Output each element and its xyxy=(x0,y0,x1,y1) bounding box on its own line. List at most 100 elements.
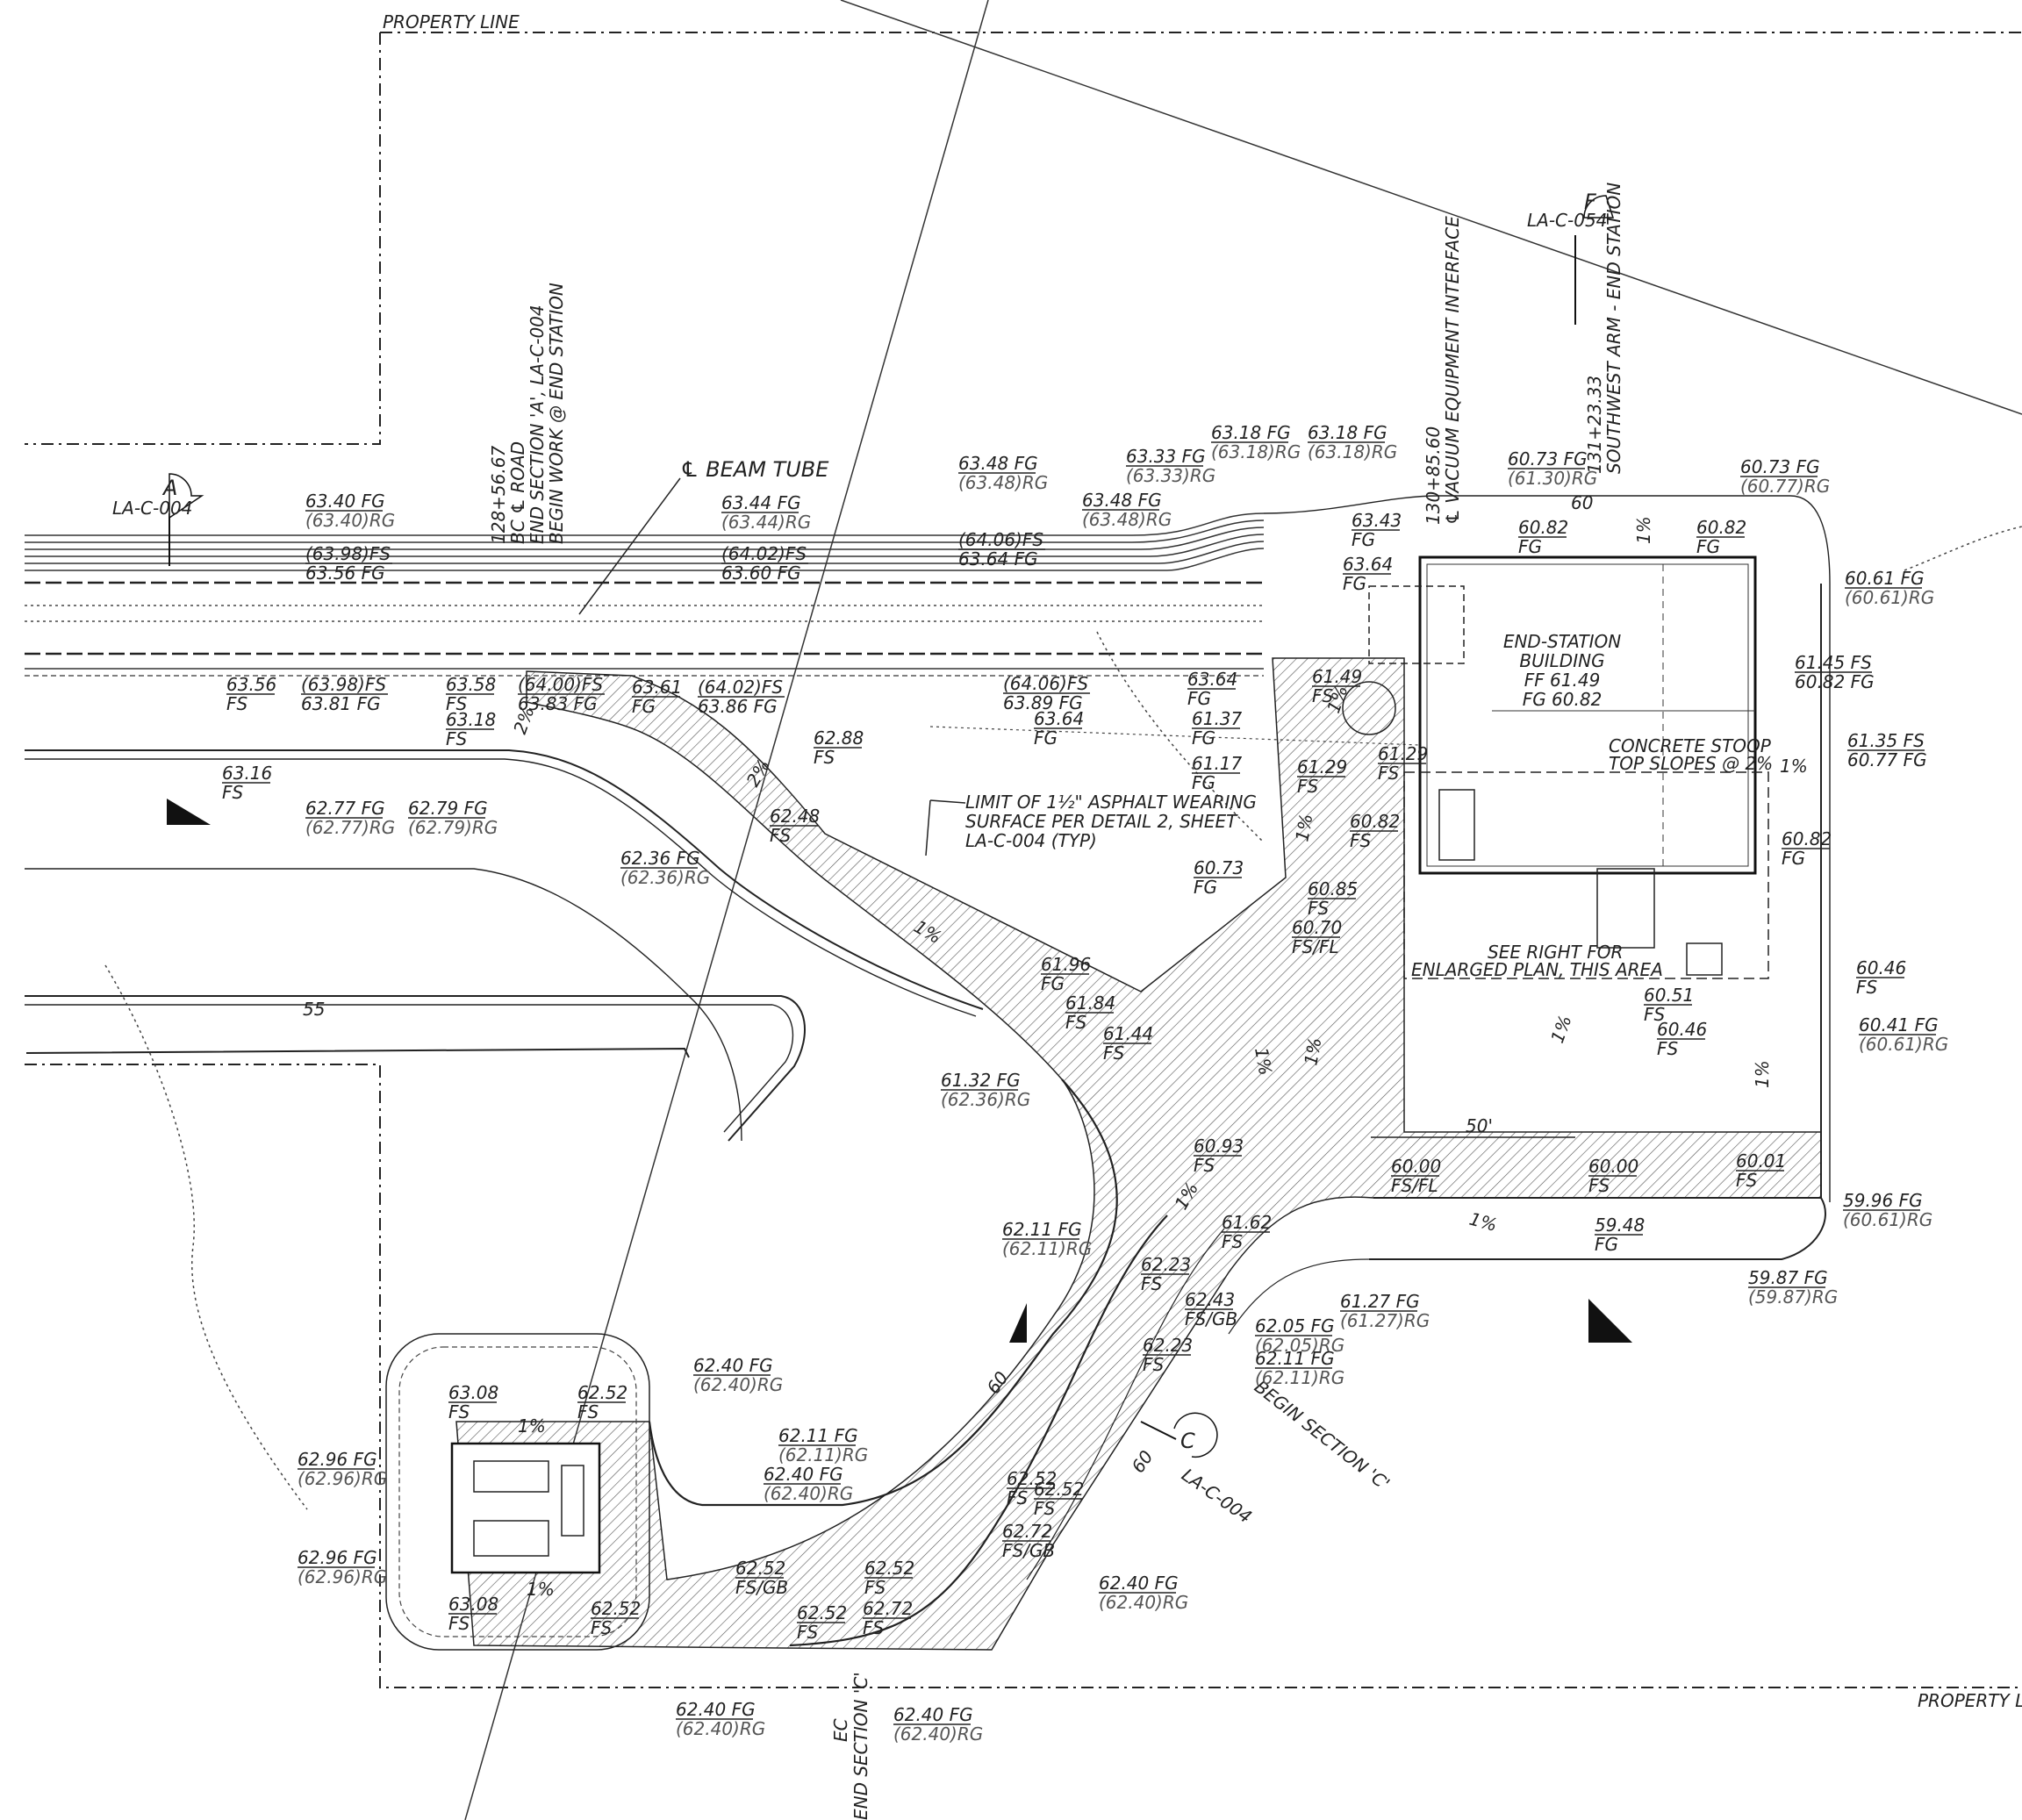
spot-elevation-sub: 63.89 FG xyxy=(1003,692,1083,713)
spot-elevation: 62.11 FG(62.11)RG xyxy=(1002,1219,1092,1259)
spot-elevation-value: 60.61 FG xyxy=(1845,568,1925,589)
spot-elevation-value: 60.73 FG xyxy=(1508,448,1588,469)
dim-50-label: 50' xyxy=(1466,1115,1493,1136)
spot-elevation: 62.11 FG(62.11)RG xyxy=(1255,1348,1344,1388)
station-label-4: BEGIN WORK @ END STATION xyxy=(546,283,567,544)
spot-elevation-value: 61.44 xyxy=(1103,1023,1153,1044)
vei-label-1: 130+85.60 xyxy=(1423,426,1444,525)
spot-elevation-sub: FS xyxy=(448,1401,470,1422)
spot-elevation-value: 61.62 xyxy=(1222,1212,1272,1233)
spot-elevation-sub: (62.36)RG xyxy=(941,1089,1030,1110)
property-line-label-bottom: PROPERTY LINE xyxy=(1918,1690,2022,1711)
spot-elevation-value: 62.11 FG xyxy=(1255,1348,1335,1369)
spot-elevation: 63.48 FG(63.48)RG xyxy=(958,453,1048,493)
spot-elevation-value: 62.23 xyxy=(1141,1254,1191,1275)
spot-elevation-sub: 63.64 FG xyxy=(958,548,1038,570)
see-right-label-2: ENLARGED PLAN, THIS AREA xyxy=(1411,959,1663,980)
slope-label: 1% xyxy=(1752,1060,1773,1088)
spot-elevation-value: 61.32 FG xyxy=(941,1070,1021,1091)
spot-elevation-value: 63.64 xyxy=(1034,708,1084,729)
slope-label: 1% xyxy=(527,1579,555,1600)
spot-elevation-sub: FG xyxy=(1352,529,1375,550)
slope-label: 1% xyxy=(518,1415,546,1437)
spot-elevation: 62.40 FG(62.40)RG xyxy=(764,1464,853,1504)
spot-elevation-sub: FS xyxy=(1588,1175,1610,1196)
spot-elevation-value: 61.37 xyxy=(1192,708,1243,729)
spot-elevation-value: (64.06)FS xyxy=(1003,673,1088,694)
spot-elevation-value: 60.85 xyxy=(1308,878,1358,899)
spot-elevation: 63.40 FG(63.40)RG xyxy=(305,491,395,531)
slope-label: 1% xyxy=(1780,756,1808,777)
spot-elevation-value: 62.88 xyxy=(814,727,864,749)
spot-elevation-value: 63.48 FG xyxy=(1082,490,1162,511)
spot-elevation: 60.61 FG(60.61)RG xyxy=(1845,568,1934,608)
spot-elevation-sub: (62.79)RG xyxy=(408,817,498,838)
spot-elevation-value: 60.82 xyxy=(1696,517,1746,538)
spot-elevation-sub: FS/FL xyxy=(1391,1175,1438,1196)
spot-elevation-value: 59.48 xyxy=(1595,1215,1645,1236)
spot-elevation-sub: (60.61)RG xyxy=(1845,587,1934,608)
spot-elevation-value: 60.00 xyxy=(1391,1156,1441,1177)
spot-elevation-sub: FS/GB xyxy=(735,1577,788,1598)
spot-elevation-value: 60.82 xyxy=(1350,811,1400,832)
spot-elevation-value: 62.43 xyxy=(1185,1289,1235,1310)
spot-elevation-sub: FG xyxy=(1343,573,1366,594)
spot-elevation-sub: FS/GB xyxy=(1002,1540,1055,1561)
spot-elevation-sub: (62.11)RG xyxy=(1002,1238,1092,1259)
spot-elevation: 63.18 FG(63.18)RG xyxy=(1308,422,1397,462)
spot-elevation-value: 60.73 FG xyxy=(1740,456,1820,477)
spot-elevation-value: 61.29 xyxy=(1297,756,1347,777)
slope-label: 1% xyxy=(1300,1035,1325,1066)
station-label-2: BC ℄ ROAD xyxy=(507,441,528,544)
section-a-letter: A xyxy=(161,476,177,500)
spot-elevation-value: 63.64 xyxy=(1343,554,1393,575)
sw-label-2: SOUTHWEST ARM - END STATION xyxy=(1603,183,1624,474)
spot-elevation: 59.96 FG(60.61)RG xyxy=(1843,1190,1932,1230)
spot-elevation-value: (64.02)FS xyxy=(698,677,783,698)
spot-elevation: 62.77 FG(62.77)RG xyxy=(305,798,395,838)
spot-elevation-sub: (62.11)RG xyxy=(1255,1367,1344,1388)
slope-label: 1% xyxy=(1467,1208,1500,1236)
spot-elevation-value: 61.27 FG xyxy=(1340,1291,1420,1312)
spot-elevation-sub: FS xyxy=(222,782,244,803)
spot-elevation-value: 62.52 xyxy=(1007,1468,1057,1489)
section-marker-f: F LA-C-054 xyxy=(1527,190,1615,325)
spot-elevation-value: 63.64 xyxy=(1187,669,1237,690)
spot-elevation-sub: FS xyxy=(1736,1170,1758,1191)
slope-label: 1% xyxy=(1633,516,1654,544)
spot-elevation-value: (64.02)FS xyxy=(721,543,807,564)
stoop-label-1: CONCRETE STOOP xyxy=(1609,735,1772,756)
spot-elevation-sub: FS xyxy=(577,1401,599,1422)
spot-elevation-value: 63.40 FG xyxy=(305,491,385,512)
spot-elevation: 62.96 FG(62.96)RG xyxy=(298,1547,387,1587)
section-c-letter: C xyxy=(1180,1429,1195,1453)
spot-elevation-sub: (60.61)RG xyxy=(1843,1209,1932,1230)
spot-elevation: 62.11 FG(62.11)RG xyxy=(778,1425,868,1465)
spot-elevation-value: 63.33 FG xyxy=(1126,446,1206,467)
spot-elevation-value: 61.35 FS xyxy=(1847,730,1925,751)
spot-elevation-value: 62.72 xyxy=(1002,1521,1052,1542)
spot-elevation-value: 63.18 xyxy=(446,709,496,730)
spot-elevation: 60.41 FG(60.61)RG xyxy=(1859,1014,1948,1055)
